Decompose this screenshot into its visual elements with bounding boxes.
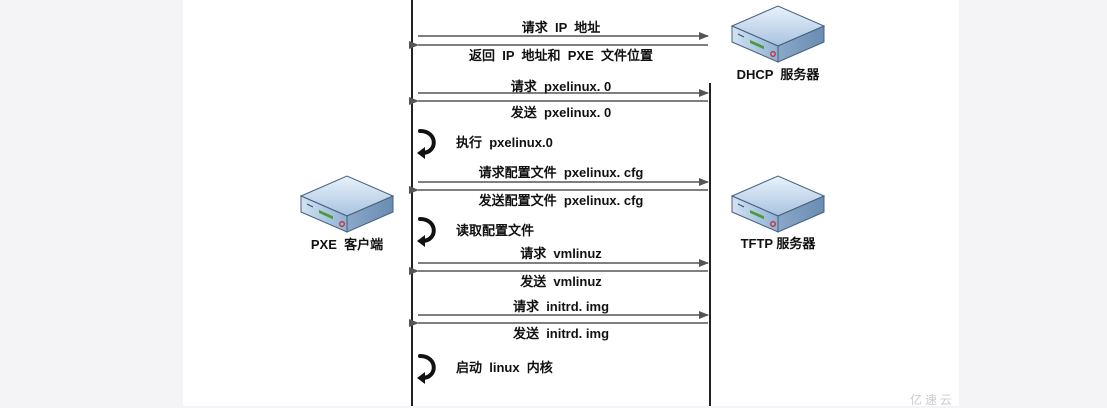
message-label: 启动 linux 内核 xyxy=(456,360,553,375)
self-loop-arrow xyxy=(418,129,436,155)
diagram-canvas: PXE 客户端 DHCP 服务器 TFTP 服务器 请求 IP 地址返回 IP … xyxy=(183,0,959,407)
client-node-label: PXE 客户端 xyxy=(310,237,384,252)
message-label: 发送 vmlinuz xyxy=(520,274,602,289)
message-label: 执行 pxelinux.0 xyxy=(456,135,553,150)
self-loop-arrowhead xyxy=(417,147,425,159)
message-label: 返回 IP 地址和 PXE 文件位置 xyxy=(469,48,653,63)
dhcp-server-icon xyxy=(730,5,826,63)
self-loop-arrowhead xyxy=(417,235,425,247)
client-server-icon xyxy=(299,175,395,233)
message-label: 发送 initrd. img xyxy=(512,326,610,341)
self-loop-arrow xyxy=(418,217,436,243)
message-label: 请求 IP 地址 xyxy=(521,20,601,35)
tftp-server-icon xyxy=(730,175,826,233)
sequence-diagram xyxy=(299,0,826,406)
message-label: 发送 pxelinux. 0 xyxy=(510,105,612,120)
message-label: 请求 pxelinux. 0 xyxy=(510,79,612,94)
message-label: 请求 vmlinuz xyxy=(520,246,602,261)
tftp-node-label: TFTP 服务器 xyxy=(740,236,816,251)
self-loop-arrow xyxy=(418,354,436,380)
message-label: 读取配置文件 xyxy=(456,223,535,238)
watermark: 亿速云 xyxy=(909,393,955,407)
dhcp-node-label: DHCP 服务器 xyxy=(736,67,820,82)
self-loop-arrowhead xyxy=(417,372,425,384)
message-label: 请求 initrd. img xyxy=(512,299,610,314)
message-label: 请求配置文件 pxelinux. cfg xyxy=(478,165,644,180)
message-label: 发送配置文件 pxelinux. cfg xyxy=(478,193,644,208)
